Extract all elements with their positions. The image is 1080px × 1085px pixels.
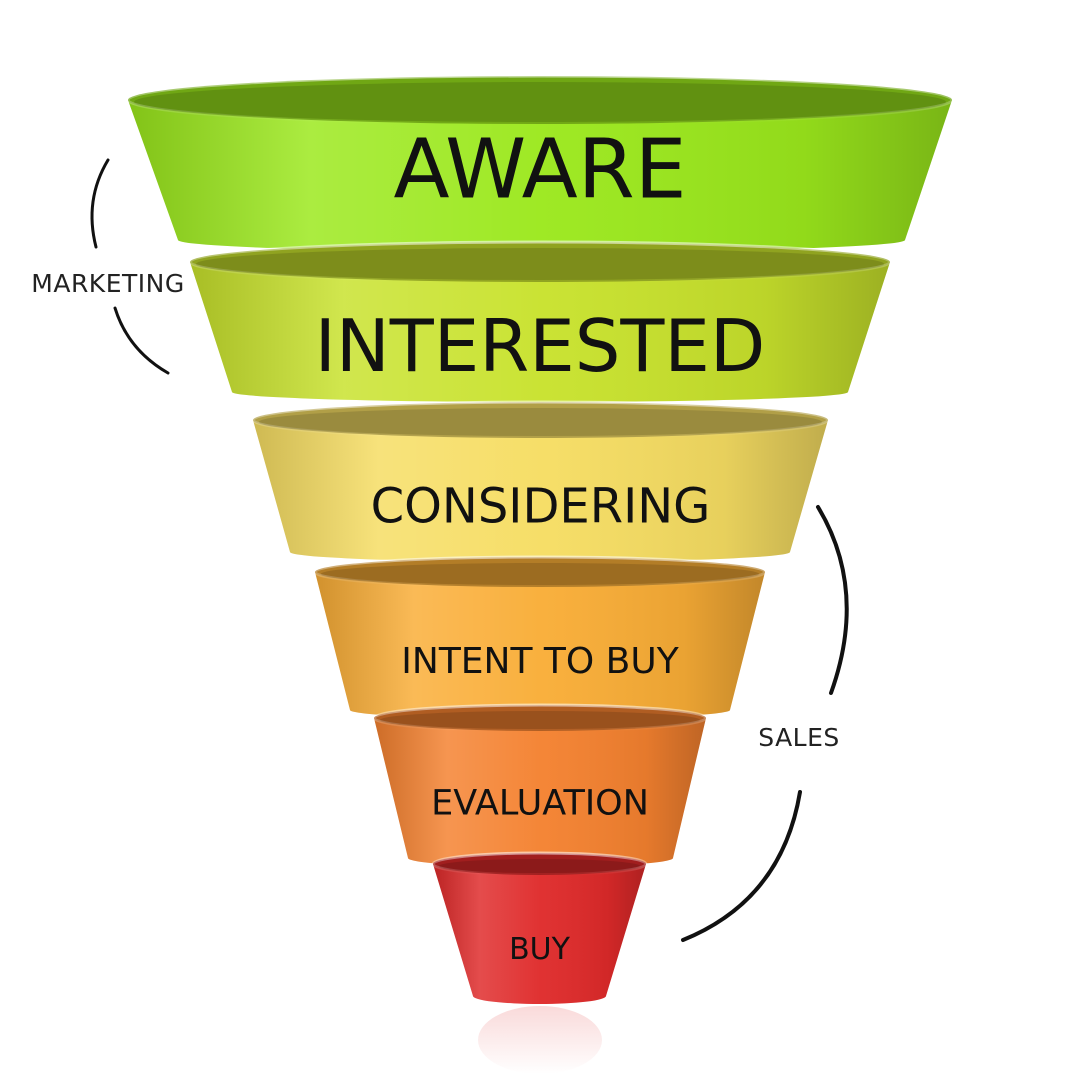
marketing-bracket-lower: [113, 306, 170, 375]
stage-shading: [315, 572, 765, 719]
sales-bracket-upper: [816, 505, 849, 695]
stage-rim: [188, 240, 892, 284]
stage-shading: [253, 420, 828, 562]
floor-reflection: [478, 1006, 602, 1074]
stage-label: EVALUATION: [431, 784, 649, 824]
stage-shading: [128, 100, 952, 252]
sales-bracket-lower: [681, 790, 802, 942]
stage-inner-shadow: [380, 711, 700, 729]
stage-shading: [374, 718, 706, 867]
funnel-stage-considering: CONSIDERING: [251, 400, 830, 562]
stage-rim: [313, 555, 767, 589]
stage-inner-shadow: [439, 859, 640, 873]
stage-label: AWARE: [393, 123, 686, 218]
stage-rim: [431, 851, 648, 877]
funnel-stage-buy: BUY: [431, 851, 648, 1004]
funnel-stage-interested: INTERESTED: [188, 240, 892, 402]
funnel-stage-evaluation: EVALUATION: [372, 703, 708, 867]
stage-label: INTERESTED: [315, 304, 766, 388]
stage-shading: [433, 864, 646, 1004]
stage-label: CONSIDERING: [371, 478, 711, 534]
sales-label: SALES: [758, 723, 840, 752]
stage-label: BUY: [509, 932, 571, 967]
stage-inner-shadow: [259, 408, 822, 436]
stage-label: INTENT TO BUY: [401, 641, 679, 682]
stage-rim: [251, 400, 830, 440]
funnel-stage-intent-to-buy: INTENT TO BUY: [313, 555, 767, 719]
stage-inner-shadow: [321, 563, 759, 585]
stage-rim: [126, 74, 954, 126]
stage-shading: [190, 262, 890, 402]
stage-inner-shadow: [196, 248, 884, 280]
stage-rim: [372, 703, 708, 733]
stage-inner-shadow: [134, 82, 946, 122]
marketing-bracket-upper: [90, 158, 110, 249]
marketing-label: MARKETING: [31, 269, 184, 298]
funnel-stage-aware: AWARE: [126, 74, 954, 252]
